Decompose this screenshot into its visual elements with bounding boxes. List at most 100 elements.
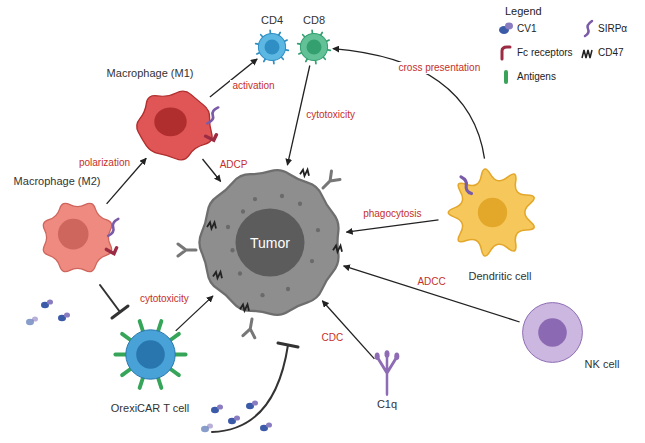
antibody-part [319, 171, 340, 192]
cv1-molecules-part [64, 312, 70, 317]
legend-icons-part [504, 72, 508, 82]
granule [260, 293, 264, 297]
granule [310, 259, 314, 263]
granule [280, 194, 284, 198]
connector [322, 301, 374, 359]
cell-label: CD8 [303, 14, 325, 27]
antibody [178, 244, 196, 256]
legend-icons-part [505, 23, 513, 30]
c1q-head [394, 352, 399, 360]
cell-node: CD8 [297, 30, 331, 64]
cell-node: C1q [373, 352, 401, 394]
cell-body [126, 330, 175, 379]
cv1-molecules-part [252, 400, 258, 405]
cell-body [43, 203, 111, 271]
legend-icons-part [585, 21, 592, 36]
fc-receptor [206, 135, 217, 141]
cell-node: Macrophage (M2) [35, 195, 120, 280]
sirpa-receptor [207, 107, 218, 123]
granule [230, 248, 234, 252]
cell-shape [373, 352, 401, 394]
nucleus [58, 219, 89, 250]
antibody-part [243, 318, 258, 338]
cell-shape [130, 85, 220, 165]
edge-label: cytotoxicity [138, 293, 191, 305]
cv1-molecules-part [32, 316, 38, 321]
antibody [319, 171, 340, 192]
inhibition-line-part [278, 343, 298, 347]
nucleus [236, 208, 305, 276]
cell-label: Macrophage (M2) [14, 175, 101, 188]
cell-node: OrexiCAR T cell [118, 322, 183, 387]
cell-shape [520, 300, 585, 365]
cv1-molecules-part [217, 404, 223, 409]
c1q-molecule [377, 355, 397, 394]
cd47-marker [333, 246, 342, 252]
legend-icons-part [502, 47, 510, 59]
antibody [243, 318, 258, 338]
granule [298, 202, 302, 206]
nucleus [478, 198, 507, 227]
cv1-molecules-part [47, 299, 53, 304]
edge-label: activation [230, 80, 276, 92]
edge-label: polarization [77, 157, 132, 169]
sirpa-receptor [108, 219, 118, 236]
granule [316, 228, 320, 232]
nucleus [538, 318, 567, 347]
legend-heading: Legend [505, 5, 542, 18]
cell-shape [35, 195, 120, 280]
cv1-molecules-part [266, 422, 272, 427]
legend-icons [499, 21, 592, 82]
granule [286, 287, 290, 291]
cell-node: Tumor [195, 165, 345, 320]
cell-shape [297, 30, 331, 64]
nucleus [136, 340, 165, 369]
cell-label: Tumor [250, 235, 290, 251]
cell-body [137, 91, 212, 160]
cv1-molecules-part [207, 423, 213, 428]
cell-body [258, 33, 285, 60]
cd47-marker [240, 305, 249, 311]
edge-label: cross presentation [397, 62, 483, 74]
antibody-part [178, 244, 196, 256]
cd47-marker [213, 272, 222, 278]
cv1-molecules-part [234, 415, 240, 420]
granule [226, 225, 230, 229]
sirpa-receptor [461, 177, 472, 194]
granule [238, 271, 242, 275]
cell-label: Macrophage (M1) [107, 67, 194, 80]
inhibition-line-part [212, 345, 288, 432]
cell-label: NK cell [585, 358, 620, 371]
legend-text: SIRPα [598, 23, 627, 35]
connector [346, 220, 438, 232]
nucleus [265, 40, 280, 55]
cell-label: C1q [377, 398, 397, 411]
connector [333, 49, 485, 159]
cell-shape [440, 160, 545, 265]
cd47-marker [300, 170, 309, 176]
cell-node: CD4 [255, 30, 289, 64]
granule [253, 197, 257, 201]
legend-text: CV1 [517, 23, 536, 35]
c1q-head [384, 350, 389, 358]
cell-body [300, 33, 327, 60]
cell-label: CD4 [261, 14, 283, 27]
cell-label: Dendritic cell [469, 270, 532, 283]
legend-icons-part [582, 50, 592, 58]
cell-shape [118, 322, 183, 387]
cell-node: Dendritic cell [440, 160, 545, 265]
edge-label: ADCP [218, 159, 250, 171]
nucleus [154, 107, 186, 136]
c1q-head [375, 352, 380, 360]
cv1-molecules [26, 299, 272, 432]
fc-receptor [106, 248, 116, 254]
edge-label: CDC [320, 332, 346, 344]
cell-body [199, 170, 338, 315]
cell-body [523, 303, 583, 363]
edge-label: cytotoxicity [304, 109, 357, 121]
cell-label: OrexiCAR T cell [111, 402, 189, 415]
cell-body [448, 169, 534, 256]
